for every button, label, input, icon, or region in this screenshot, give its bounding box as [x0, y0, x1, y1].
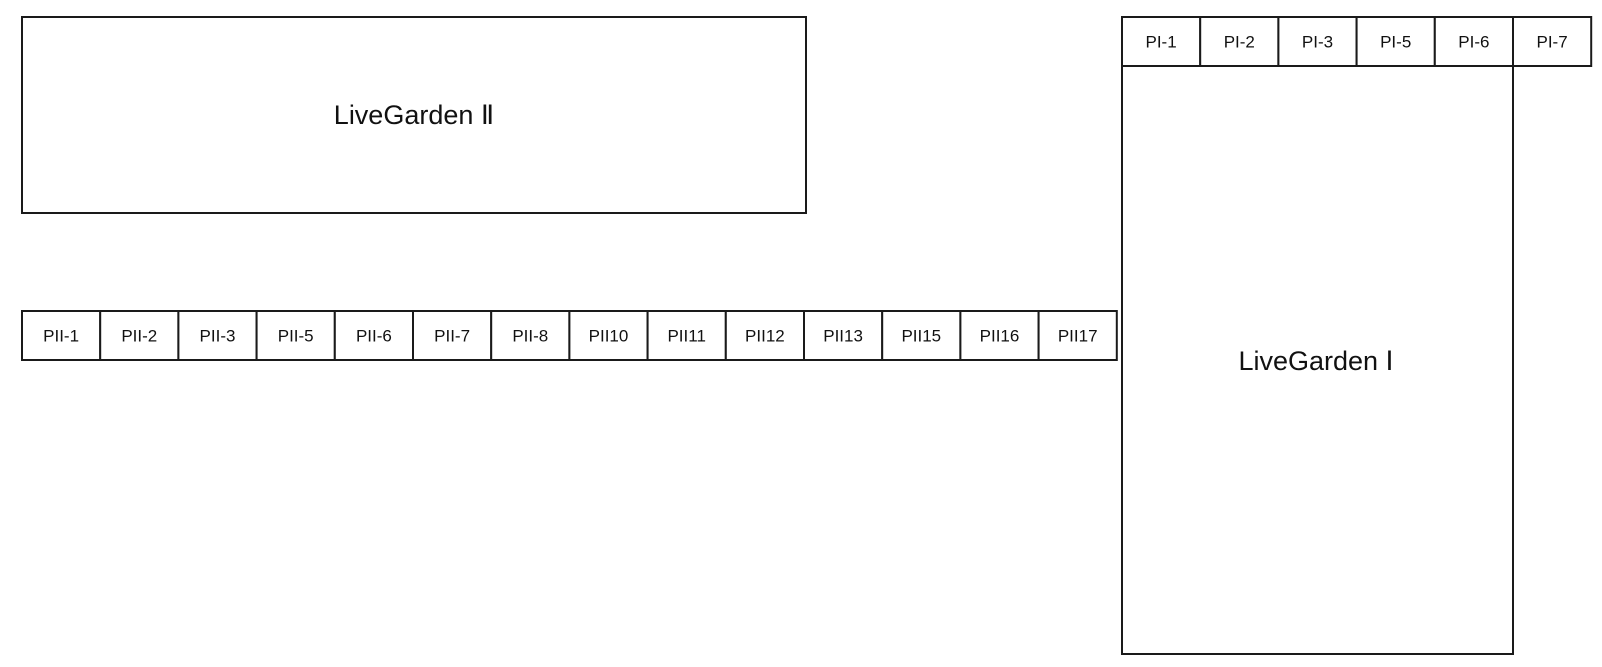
slot-label: PI-1	[1146, 33, 1177, 52]
slot-cell: PII17	[1037, 310, 1118, 361]
slot-cell: PII-5	[255, 310, 336, 361]
slot-cell: PI-7	[1512, 16, 1593, 67]
slot-label: PII17	[1058, 327, 1098, 346]
slot-cell: PI-5	[1355, 16, 1436, 67]
pi-slot-row: PI-1 PI-2 PI-3 PI-5 PI-6 PI-7	[1121, 16, 1593, 67]
slot-cell: PII10	[568, 310, 649, 361]
slot-label: PII13	[823, 327, 863, 346]
livegarden-ii-area	[21, 16, 807, 214]
slot-label: PII16	[980, 327, 1020, 346]
slot-label: PII-6	[356, 327, 392, 346]
slot-cell: PII16	[959, 310, 1040, 361]
slot-cell: PII-6	[333, 310, 414, 361]
livegarden-ii-block: LiveGarden Ⅱ	[21, 16, 807, 214]
slot-box	[333, 310, 414, 361]
slot-box	[803, 310, 884, 361]
slot-box	[99, 310, 180, 361]
livegarden-i-label: LiveGarden Ⅰ	[1238, 346, 1393, 376]
slot-cell: PII12	[724, 310, 805, 361]
slot-box	[959, 310, 1040, 361]
slot-box	[1355, 16, 1436, 67]
slot-cell: PII-3	[177, 310, 258, 361]
slot-label: PII-8	[512, 327, 548, 346]
slot-label: PII-2	[121, 327, 157, 346]
slot-label: PII15	[901, 327, 941, 346]
slot-label: PII10	[589, 327, 629, 346]
slot-cell: PII15	[881, 310, 962, 361]
slot-cell: PII-1	[21, 310, 102, 361]
livegarden-i-area	[1121, 65, 1514, 655]
slot-box	[1277, 16, 1358, 67]
slot-label: PII11	[667, 327, 705, 346]
slot-label: PI-6	[1458, 33, 1489, 52]
slot-label: PII-5	[278, 327, 314, 346]
slot-box	[1121, 16, 1202, 67]
slot-cell: PII13	[803, 310, 884, 361]
slot-box	[255, 310, 336, 361]
slot-label: PI-2	[1224, 33, 1255, 52]
slot-cell: PI-2	[1199, 16, 1280, 67]
livegarden-i-block: LiveGarden Ⅰ	[1121, 65, 1514, 655]
slot-label: PII12	[745, 327, 785, 346]
slot-cell: PII-2	[99, 310, 180, 361]
slot-label: PI-5	[1380, 33, 1411, 52]
slot-cell: PI-1	[1121, 16, 1202, 67]
slot-label: PII-3	[200, 327, 236, 346]
slot-box	[881, 310, 962, 361]
slot-cell: PI-3	[1277, 16, 1358, 67]
slot-label: PII-1	[43, 327, 79, 346]
pii-slot-row: PII-1 PII-2 PII-3 PII-5 PII-6 PII-7 PII-8 PII10…	[21, 310, 1118, 361]
slot-cell: PII-8	[490, 310, 571, 361]
slot-box	[1433, 16, 1515, 67]
slot-label: PI-7	[1537, 33, 1568, 52]
slot-label: PII-7	[434, 327, 470, 346]
slot-cell: PII-7	[412, 310, 493, 361]
slot-box	[412, 310, 493, 361]
slot-box	[568, 310, 649, 361]
slot-box	[646, 310, 727, 361]
slot-box	[21, 310, 102, 361]
slot-cell: PII11	[646, 310, 727, 361]
slot-label: PI-3	[1302, 33, 1333, 52]
livegarden-ii-label: LiveGarden Ⅱ	[334, 100, 494, 130]
slot-cell: PI-6	[1433, 16, 1515, 67]
slot-box	[1037, 310, 1118, 361]
slot-box	[1512, 16, 1593, 67]
